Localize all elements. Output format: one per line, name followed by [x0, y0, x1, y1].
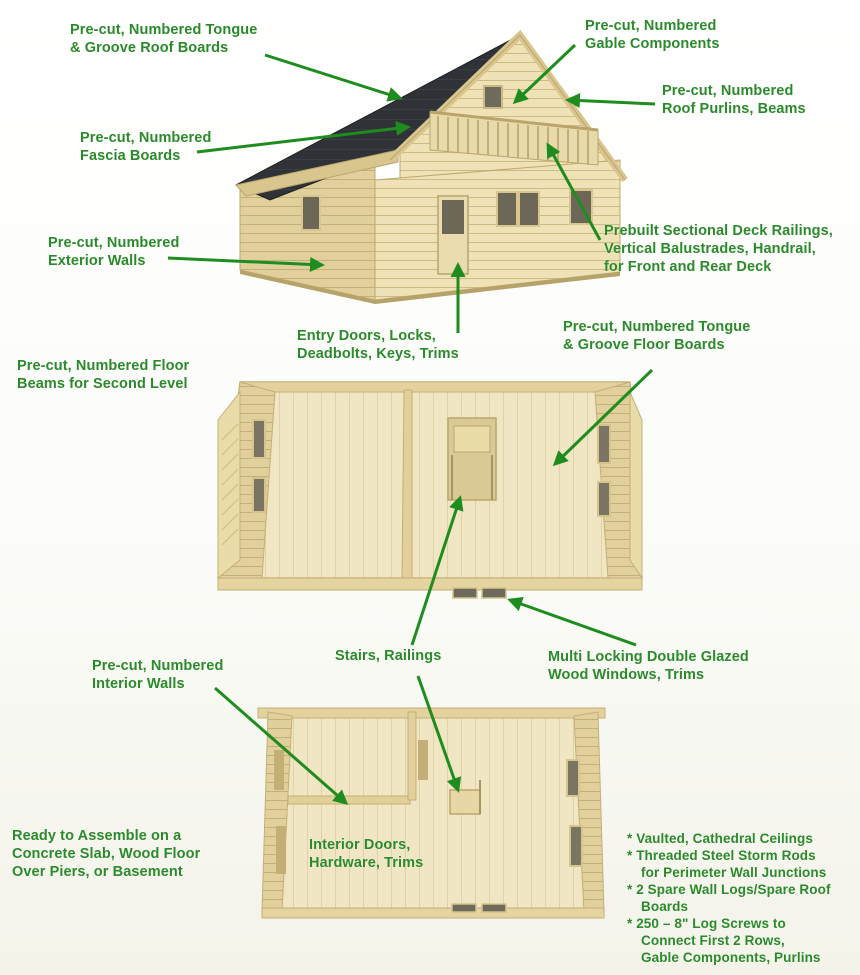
- label-interior-doors: Interior Doors,Hardware, Trims: [309, 837, 424, 871]
- arrow-roof-boards: [264, 53, 403, 102]
- arrow-stairs-up: [410, 495, 464, 646]
- arrow-exterior-walls: [167, 256, 325, 272]
- arrow-purlins: [565, 93, 656, 109]
- cabin-exterior: [234, 29, 628, 304]
- callout-arrows: [167, 43, 656, 805]
- ground-floor: [257, 707, 606, 919]
- second-level-floor: [217, 381, 643, 599]
- interior-wall-h: [287, 795, 411, 805]
- arrow-fascia: [196, 120, 411, 154]
- arrow-floor-boards: [552, 368, 654, 467]
- note-vaulted: * Vaulted, Cathedral Ceilings: [627, 831, 813, 846]
- label-stairs-railings: Stairs, Railings: [335, 648, 442, 664]
- label-roof-boards: Pre-cut, Numbered Tongue& Groove Roof Bo…: [70, 22, 258, 56]
- fascia: [235, 149, 399, 197]
- interior-wall-v: [407, 711, 417, 801]
- label-deck-railings: Prebuilt Sectional Deck Railings,Vertica…: [604, 223, 833, 275]
- arrow-interior-walls: [214, 686, 349, 805]
- arrow-stairs-down: [416, 675, 462, 793]
- stairs: [449, 789, 481, 815]
- label-entry-doors: Entry Doors, Locks,Deadbolts, Keys, Trim…: [297, 328, 459, 362]
- arrow-gable: [512, 43, 577, 105]
- label-floor-boards: Pre-cut, Numbered Tongue& Groove Floor B…: [563, 319, 751, 353]
- arrow-deck-railings: [546, 142, 602, 241]
- arrow-windows: [507, 596, 637, 647]
- feature-notes: * Vaulted, Cathedral Ceilings * Threaded…: [627, 830, 859, 966]
